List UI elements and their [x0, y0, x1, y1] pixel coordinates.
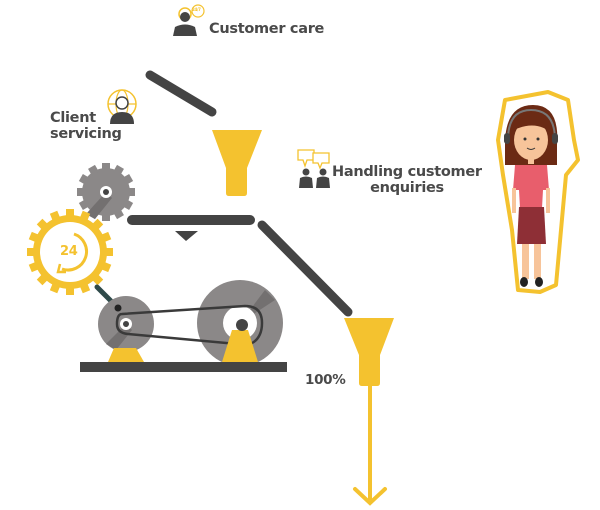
- large-support: [222, 330, 258, 362]
- shelf-bar: [127, 215, 255, 225]
- customer-care-badge: 24/7: [192, 7, 201, 12]
- funnel-bottom: [344, 318, 394, 386]
- chute-bar-right: [257, 220, 353, 317]
- chute-bar-top: [145, 70, 217, 117]
- handling-enquiries-label-line2: enquiries: [370, 180, 444, 196]
- client-servicing-label-line2: servicing: [50, 126, 122, 142]
- gray-gear-icon: [77, 163, 135, 221]
- 24-hour-gear-icon: [27, 209, 113, 295]
- handling-enquiries-label-line1: Handling customer: [332, 164, 482, 180]
- client-servicing-icon: [107, 89, 137, 124]
- support-agent-illustration: [496, 90, 580, 294]
- gear-24-label: 24: [60, 244, 78, 259]
- client-servicing-label-line1: Client: [50, 110, 96, 126]
- handling-enquiries-icon: [297, 149, 330, 188]
- small-support: [108, 348, 144, 362]
- machine-base: [80, 362, 287, 372]
- customer-care-icon: [173, 4, 205, 36]
- down-triangle-icon: [175, 231, 198, 241]
- down-arrow-icon: [353, 487, 387, 506]
- output-percent-label: 100%: [305, 372, 346, 388]
- customer-care-label: Customer care: [209, 21, 325, 37]
- funnel-top: [212, 130, 262, 196]
